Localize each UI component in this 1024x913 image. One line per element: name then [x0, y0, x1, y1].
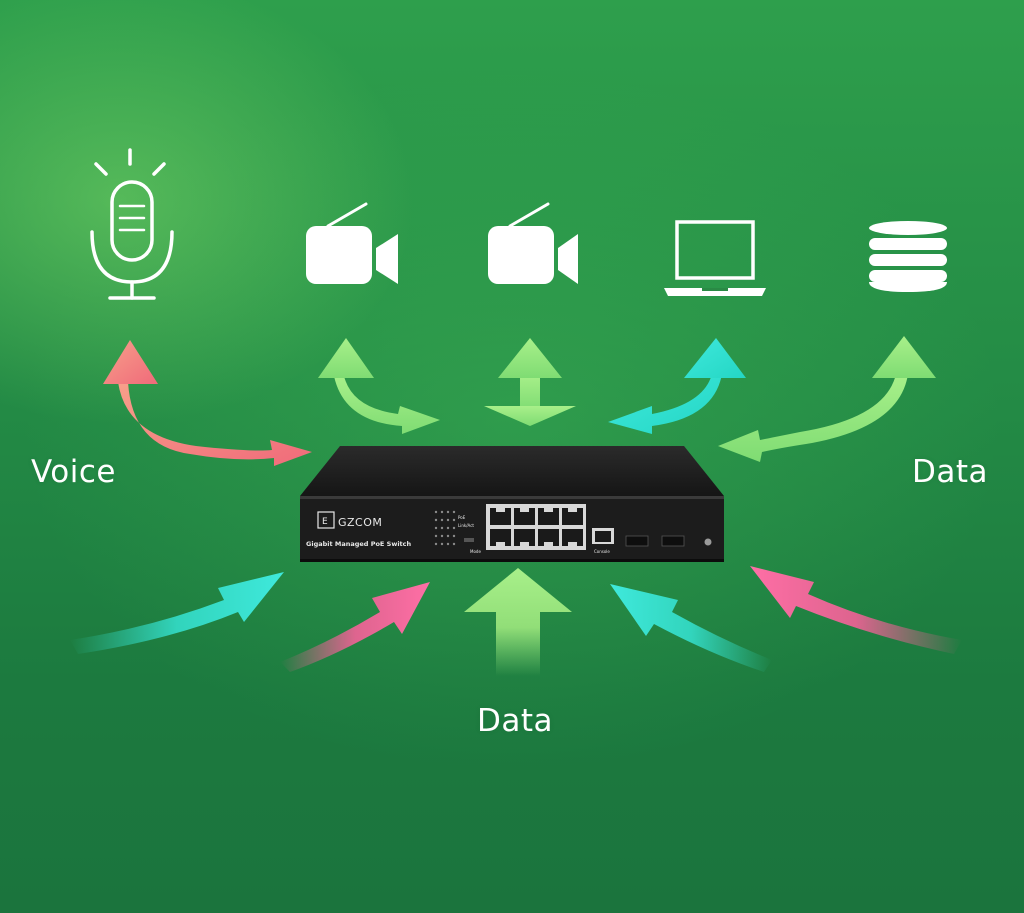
led-label-link: Link/Act [458, 523, 474, 528]
video-camera-icon [488, 202, 578, 284]
database-icon [869, 221, 947, 292]
data-label-bottom: Data [477, 703, 554, 739]
model-label: Gigabit Managed PoE Switch [306, 540, 412, 548]
console-port [592, 528, 614, 544]
reset-button[interactable] [704, 538, 712, 546]
console-label: Console [594, 549, 610, 554]
arrow-in-pink-right [750, 566, 962, 654]
arrow-in-green-center [464, 568, 572, 676]
brand-name: GZCOM [338, 516, 382, 529]
voice-label: Voice [31, 454, 116, 490]
laptop-icon [664, 220, 766, 296]
mode-label: Mode [470, 549, 481, 554]
arrow-in-pink-left [280, 582, 430, 672]
data-label-right: Data [912, 454, 989, 490]
arrow-camera-2 [484, 338, 576, 426]
arrow-in-cyan-right [610, 584, 772, 672]
sfp-ports [625, 535, 685, 547]
status-leds [434, 510, 456, 546]
arrow-voice [103, 340, 312, 466]
microphone-icon [90, 148, 174, 300]
led-label-poe: PoE [458, 515, 466, 520]
svg-text:E: E [322, 517, 328, 527]
mode-button[interactable] [464, 538, 474, 542]
arrow-laptop [608, 338, 746, 434]
rj45-port-block [486, 504, 586, 550]
network-switch: E GZCOM Gigabit Managed PoE Switch PoE L… [300, 446, 724, 562]
brand-logo: E [317, 511, 335, 529]
video-camera-icon [306, 202, 398, 284]
arrow-in-cyan-left [70, 572, 284, 654]
arrow-camera-1 [318, 338, 440, 434]
arrow-database [718, 336, 936, 462]
